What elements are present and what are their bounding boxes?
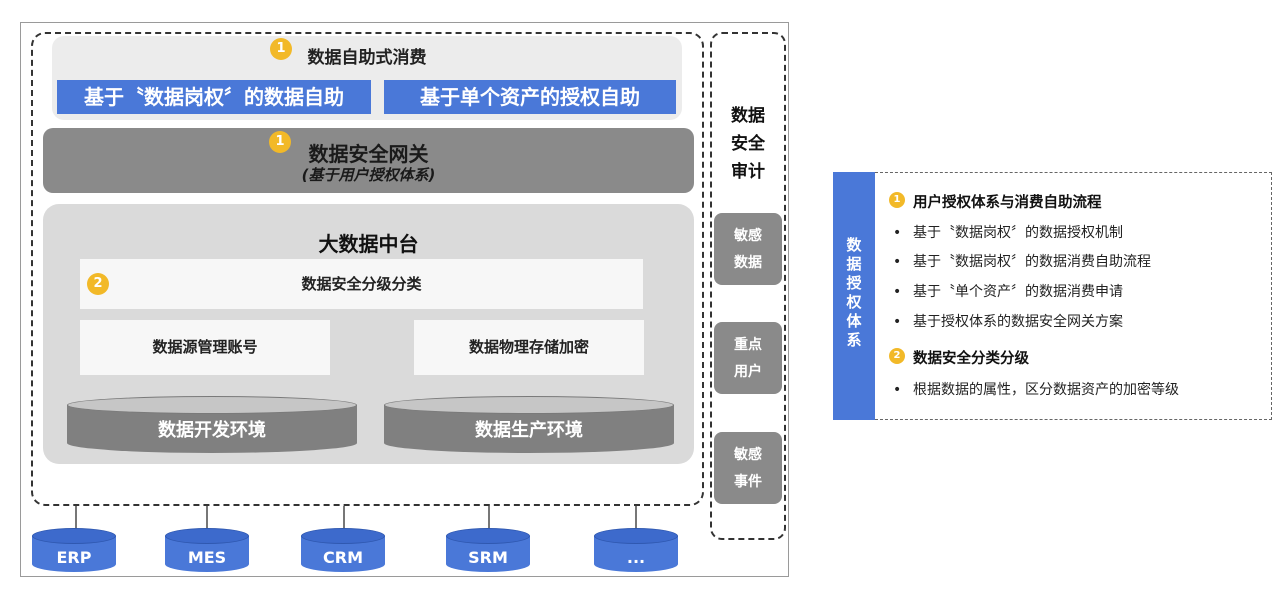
legend-side-bar <box>833 172 875 420</box>
legend-section2-title: 数据安全分类分级 <box>913 351 1029 367</box>
legend-side-char: 系 <box>846 331 862 349</box>
badge-1-icon: 1 <box>889 192 905 208</box>
legend-item-text: 根据数据的属性，区分数据资产的加密等级 <box>913 382 1179 398</box>
audit-boundary <box>710 32 786 540</box>
legend-item: • 基于〝单个资产〞的数据消费申请 <box>893 281 1123 301</box>
source-srm: SRM <box>446 528 530 574</box>
audit-box-line: 敏感 <box>734 447 762 463</box>
self-service-title: 数据自助式消费 <box>307 48 427 68</box>
legend-side-char: 授 <box>846 274 862 292</box>
bullet-icon: • <box>893 225 902 241</box>
platform-title: 大数据中台 <box>318 232 419 256</box>
gateway-subtitle: (基于用户授权体系) <box>301 166 436 184</box>
badge-1-icon: 1 <box>270 38 292 60</box>
source-more: ... <box>594 528 678 574</box>
cylinder-top <box>301 528 385 544</box>
legend-item: • 基于〝数据岗权〞的数据授权机制 <box>893 222 1123 242</box>
source-label: ... <box>626 548 646 567</box>
legend-item-text: 基于〝单个资产〞的数据消费申请 <box>913 284 1123 300</box>
dev-environment-top <box>67 396 357 414</box>
source-label: CRM <box>323 548 363 567</box>
source-crm: CRM <box>301 528 385 574</box>
bullet-icon: • <box>893 254 902 270</box>
cylinder-top <box>446 528 530 544</box>
audit-title-line: 数据 <box>731 106 765 126</box>
legend-item-text: 基于〝数据岗权〞的数据消费自助流程 <box>913 254 1151 270</box>
legend-box <box>875 172 1272 420</box>
legend-item: • 基于授权体系的数据安全网关方案 <box>893 311 1123 331</box>
connector-line <box>343 506 345 530</box>
connector-line <box>75 506 77 530</box>
badge-1-icon: 1 <box>269 131 291 153</box>
connector-line <box>206 506 208 530</box>
audit-box-line: 数据 <box>734 255 762 271</box>
cylinder-top <box>594 528 678 544</box>
job-auth-self-service: 基于〝数据岗权〞的数据自助 <box>57 80 371 114</box>
bullet-icon: • <box>893 314 902 330</box>
asset-auth-self-service: 基于单个资产的授权自助 <box>384 80 676 114</box>
classification-box: 数据安全分级分类 <box>80 259 643 309</box>
legend-side-char: 体 <box>846 312 862 330</box>
security-gateway <box>43 128 694 193</box>
cylinder-top <box>165 528 249 544</box>
audit-sensitive-events: 敏感 事件 <box>714 432 782 504</box>
source-mes: MES <box>165 528 249 574</box>
audit-title: 数据 安全 审计 <box>712 102 784 186</box>
gateway-title: 数据安全网关 <box>308 142 429 166</box>
audit-sensitive-data: 敏感 数据 <box>714 213 782 285</box>
audit-box-line: 重点 <box>734 337 762 353</box>
legend-side-char: 数 <box>846 236 862 254</box>
legend-item: • 基于〝数据岗权〞的数据消费自助流程 <box>893 251 1151 271</box>
legend-side-label: 数 据 授 权 体 系 <box>833 236 875 350</box>
badge-2-icon: 2 <box>87 273 109 295</box>
bullet-icon: • <box>893 284 902 300</box>
prod-environment: 数据生产环境 <box>384 405 674 453</box>
badge-2-icon: 2 <box>889 348 905 364</box>
legend-section1-title: 用户授权体系与消费自助流程 <box>913 195 1102 211</box>
source-erp: ERP <box>32 528 116 574</box>
legend-item-text: 基于授权体系的数据安全网关方案 <box>913 314 1123 330</box>
legend-item-text: 基于〝数据岗权〞的数据授权机制 <box>913 225 1123 241</box>
source-label: SRM <box>468 548 508 567</box>
source-label: MES <box>187 548 227 567</box>
legend-side-char: 权 <box>846 293 862 311</box>
legend-side-char: 据 <box>846 255 862 273</box>
connector-line <box>635 506 637 530</box>
audit-box-line: 事件 <box>734 474 762 490</box>
platform-boundary <box>31 32 704 506</box>
audit-title-line: 审计 <box>731 162 765 182</box>
source-label: ERP <box>56 548 92 567</box>
prod-environment-top <box>384 396 674 414</box>
legend-item: • 根据数据的属性，区分数据资产的加密等级 <box>893 379 1179 399</box>
bullet-icon: • <box>893 382 902 398</box>
audit-box-line: 用户 <box>734 364 762 380</box>
cylinder-top <box>32 528 116 544</box>
audit-key-users: 重点 用户 <box>714 322 782 394</box>
source-account-box: 数据源管理账号 <box>80 320 330 375</box>
storage-encryption-box: 数据物理存储加密 <box>414 320 644 375</box>
connector-line <box>488 506 490 530</box>
audit-box-line: 敏感 <box>734 228 762 244</box>
audit-title-line: 安全 <box>731 134 765 154</box>
